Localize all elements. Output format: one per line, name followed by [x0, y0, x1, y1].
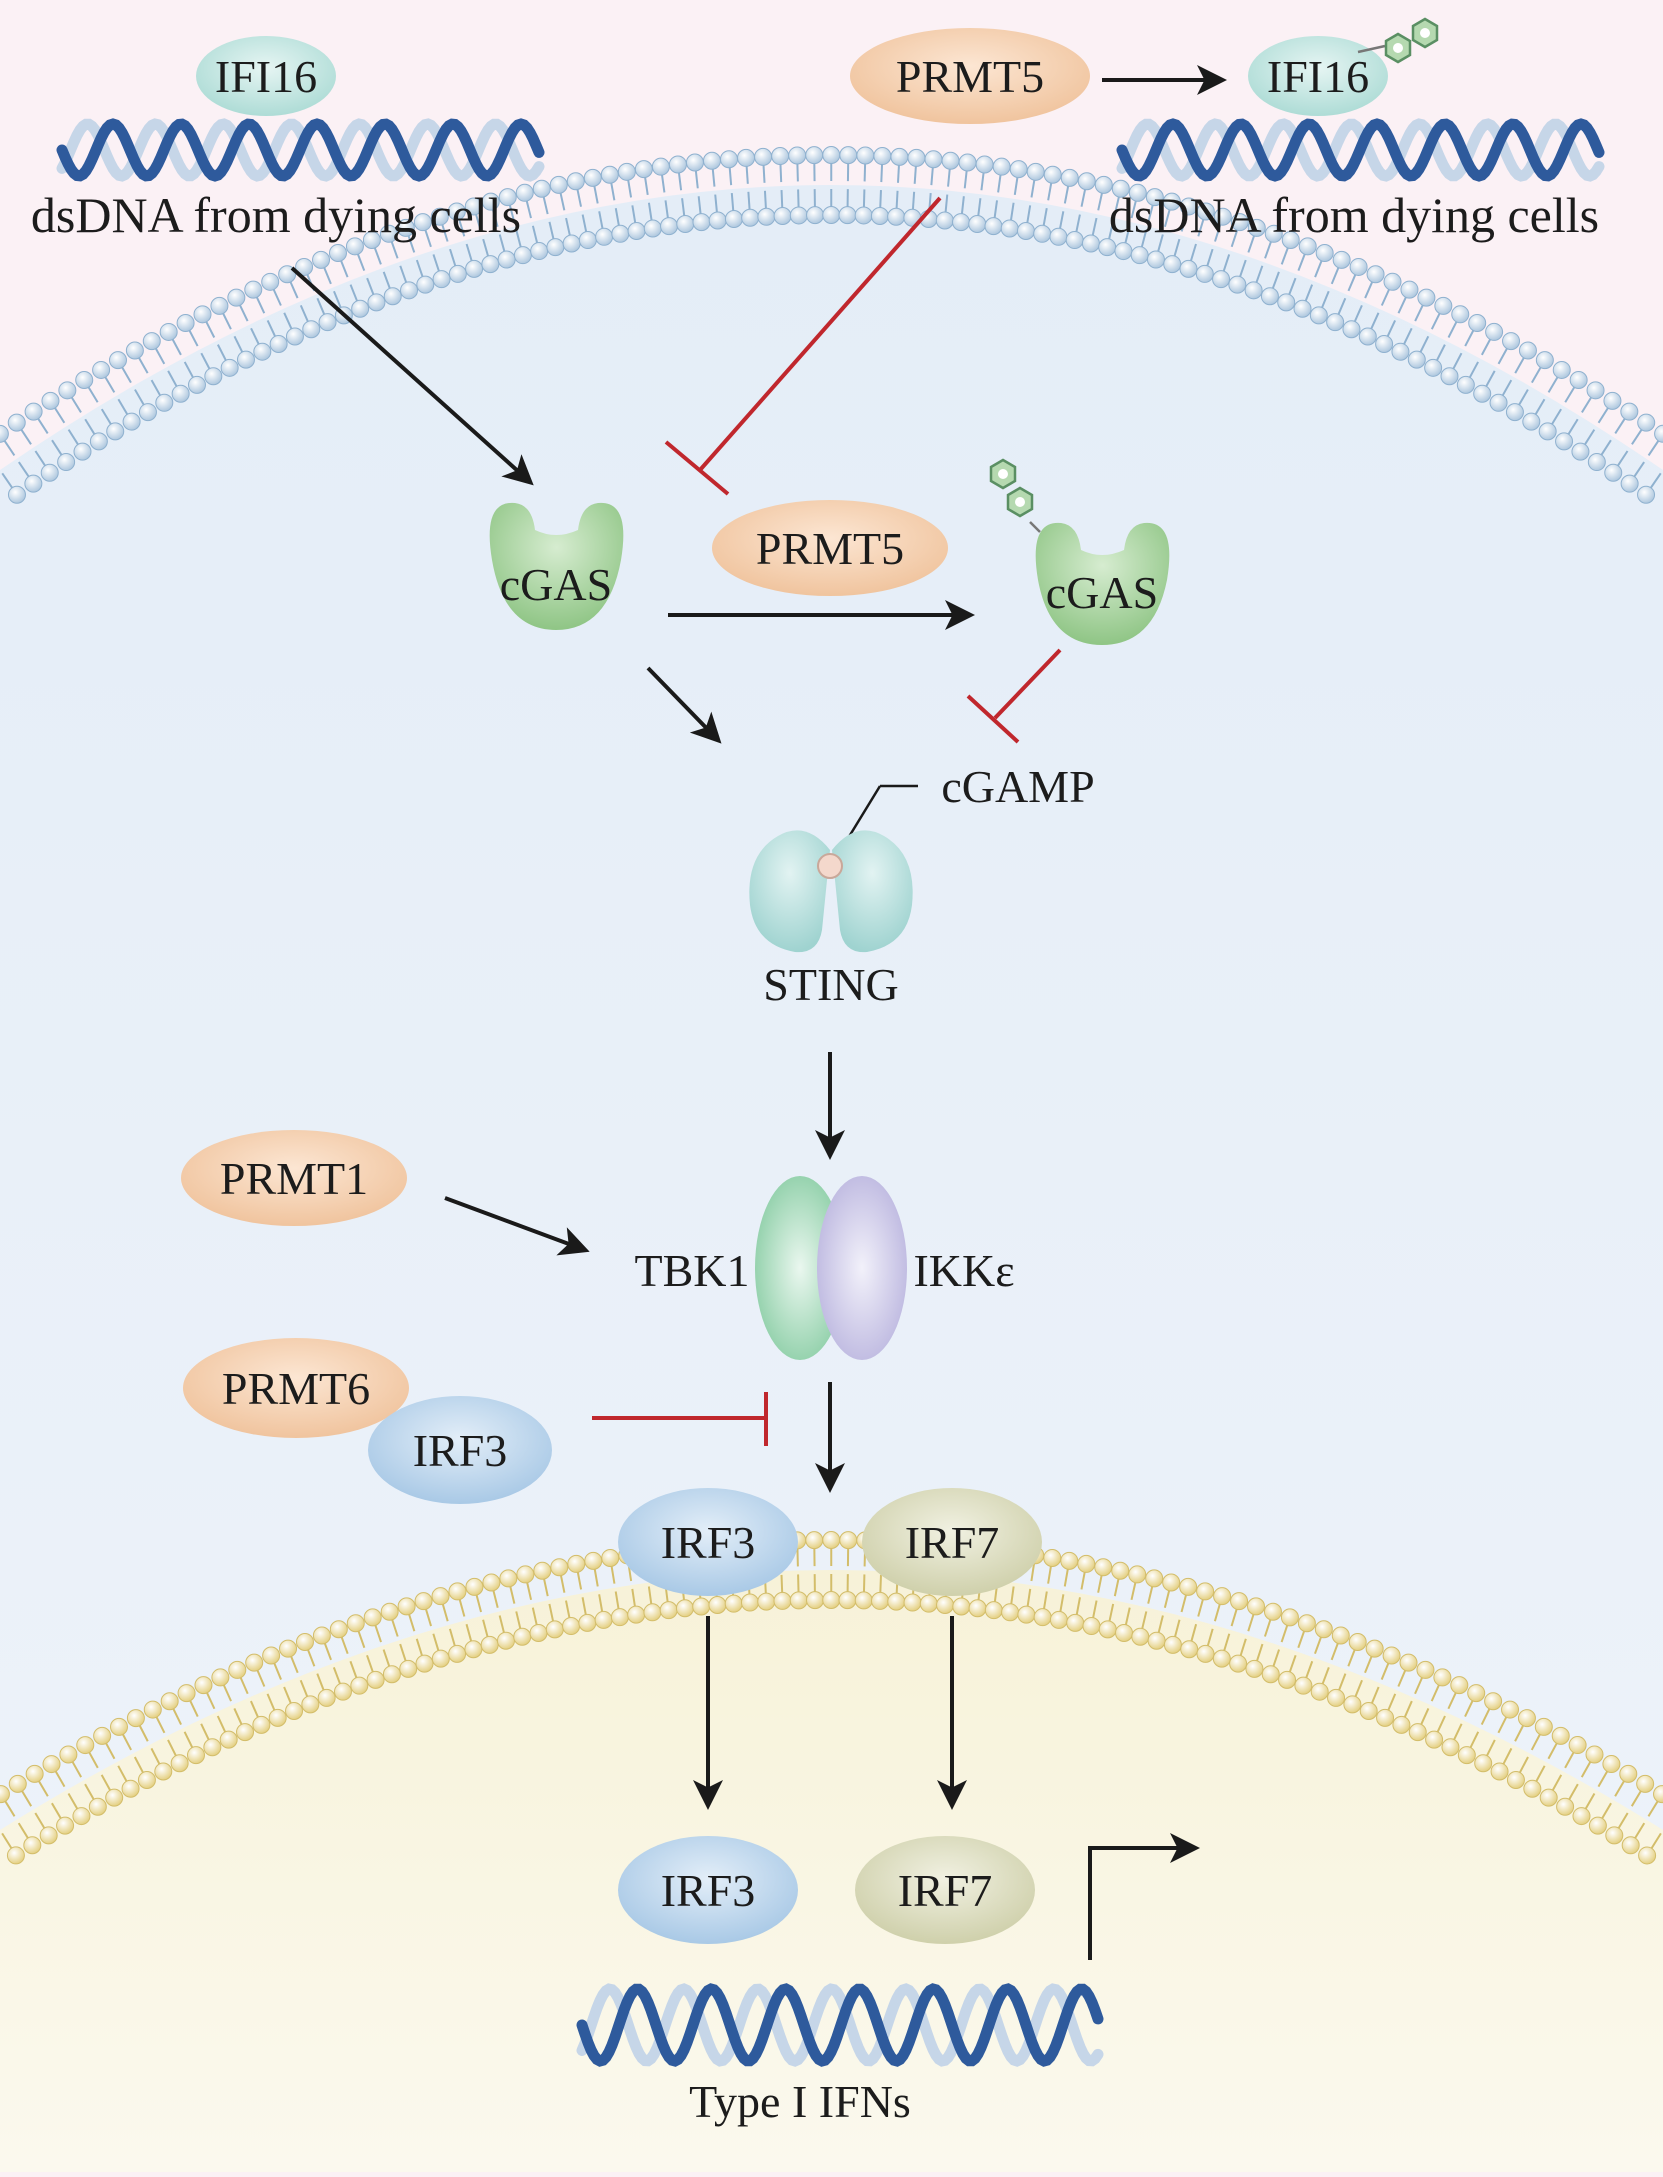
irf7-nucleus-label: IRF7 [898, 1865, 993, 1916]
prmt6-label: PRMT6 [222, 1363, 370, 1414]
prmt6: PRMT6 [183, 1338, 409, 1438]
cgamp-molecule [818, 854, 842, 878]
ifi16-left-label: IFI16 [215, 51, 317, 102]
dna-caption-right: dsDNA from dying cells [1109, 187, 1599, 243]
prmt1-label: PRMT1 [220, 1153, 368, 1204]
irf7-cytoplasm: IRF7 [862, 1488, 1042, 1596]
irf3-bound-label: IRF3 [413, 1425, 508, 1476]
cgas-right-label: cGAS [1046, 567, 1158, 618]
prmt5-extracellular-label: PRMT5 [896, 51, 1044, 102]
cgamp-label: cGAMP [941, 761, 1094, 812]
irf7-nucleus: IRF7 [855, 1836, 1035, 1944]
prmt5-cytoplasm-label: PRMT5 [756, 523, 904, 574]
type-i-ifns-caption: Type I IFNs [689, 2076, 911, 2127]
irf3-cytoplasm: IRF3 [618, 1488, 798, 1596]
irf3-nucleus: IRF3 [618, 1836, 798, 1944]
ikke-label: IKKε [913, 1245, 1014, 1296]
prmt5-cytoplasm: PRMT5 [712, 500, 948, 596]
ikke-protein [817, 1176, 907, 1360]
prmt5-extracellular: PRMT5 [850, 28, 1090, 124]
sting-label: STING [763, 959, 898, 1010]
irf3-bound-prmt6: IRF3 [368, 1396, 552, 1504]
cgas-left-label: cGAS [500, 559, 612, 610]
tbk1-label: TBK1 [635, 1245, 750, 1296]
prmt1: PRMT1 [181, 1130, 407, 1226]
irf7-cytoplasm-label: IRF7 [905, 1517, 1000, 1568]
ifi16-right-methylated: IFI16 [1248, 36, 1388, 116]
ifi16-right-label: IFI16 [1267, 51, 1369, 102]
irf3-cytoplasm-label: IRF3 [661, 1517, 756, 1568]
dna-caption-left: dsDNA from dying cells [31, 187, 521, 243]
ifi16-left: IFI16 [196, 36, 336, 116]
irf3-nucleus-label: IRF3 [661, 1865, 756, 1916]
